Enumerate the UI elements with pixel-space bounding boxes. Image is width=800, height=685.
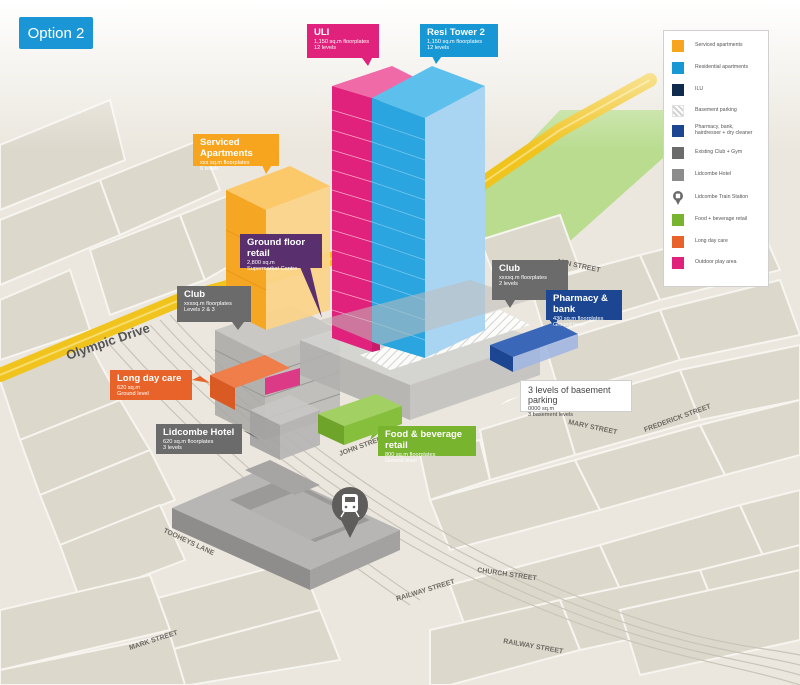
legend-swatch [672,236,684,248]
callout-basement-line-2: 3 basement levels [528,412,574,419]
callout-hotel-line-1: 620 sq.m floorplates [163,438,214,445]
legend-swatch [672,62,684,74]
callout-food-line-1: 800 sq.m floorplates [385,451,436,458]
callout-serviced-line-2: 6 levels [200,166,219,173]
legend-item: Pharmacy, bank, hairdresser + dry cleane… [672,124,759,137]
legend-item: ILU [672,84,759,96]
callout-food-line-2: Ground level [385,458,417,465]
callout-food-title: Food & beverage retail [385,429,463,451]
legend-item: Long day care [672,236,759,248]
callout-food-beverage: Food & beverage retail 800 sq.m floorpla… [378,426,476,464]
callout-basement-title: 3 levels of basement parking [528,385,611,406]
callout-ground-floor-retail: Ground floor retail 2,800 sq.m Supermark… [240,234,322,272]
legend-label: Basement parking [695,107,737,114]
callout-serviced-line-1: xxx sq.m floorplates [200,159,250,166]
legend-item: Residential apartments [672,62,759,74]
callout-club-left-line-1: xxxsq.m floorplates [184,300,232,307]
callout-gfr-title: Ground floor retail [247,237,306,259]
callout-uli-line-2: 12 levels [314,45,337,52]
train-station-pin-icon [332,487,368,538]
callout-ldc-line-1: 620 sq.m [117,384,141,391]
legend-swatch [672,125,684,137]
legend-swatch [672,257,684,269]
legend-swatch [672,40,684,52]
callout-gfr-line-2: Supermarket Centre [247,266,298,273]
callout-basement-line-1: 0000 sq.m [528,405,555,412]
legend-item: Lidcombe Hotel [672,169,759,181]
callout-pharmacy-title: Pharmacy & bank [553,293,608,315]
legend-swatch [672,147,684,159]
legend-item: Existing Club + Gym [672,147,759,159]
long-day-care-building [210,355,300,410]
legend-item: Lidcombe Train Station [672,191,759,205]
callout-club-left-title: Club [184,289,206,300]
callout-club-left: Club xxxsq.m floorplates Levels 2 & 3 [177,286,251,322]
legend-swatch [672,84,684,96]
legend-item: Food + beverage retail [672,214,759,226]
legend-swatch [672,214,684,226]
callout-long-day-care: Long day care 620 sq.m Ground level [110,370,192,400]
callout-hotel-title: Lidcombe Hotel [163,427,235,438]
callout-club-right-line-2: 2 levels [499,281,518,288]
legend-label: ILU [695,86,704,93]
callout-uli: ULI 1,150 sq.m floorplates 12 levels [307,24,379,58]
legend-label: Lidcombe Train Station [695,194,749,201]
callout-uli-title: ULI [314,27,330,38]
legend-swatch-hatch [672,105,684,117]
callout-pharmacy-bank: Pharmacy & bank 430 sq.m floorplates Gro… [546,290,622,328]
train-station-building [172,460,400,590]
callout-club-left-line-2: Levels 2 & 3 [184,307,215,314]
callout-resi-tower-2: Resi Tower 2 1,150 sq.m floorplates 12 l… [420,24,498,57]
callout-resi2-line-2: 12 levels [427,45,450,52]
legend-label: Serviced apartments [695,42,743,49]
legend-item: Basement parking [672,105,759,117]
club-glass-podium [320,280,530,345]
legend-item: Serviced apartments [672,40,759,52]
callout-serviced-title: Serviced Apartments [200,137,253,159]
legend-label: Existing Club + Gym [695,149,743,156]
callout-basement-parking: 3 levels of basement parking 0000 sq.m 3… [520,380,632,418]
callout-serviced-apartments: Serviced Apartments xxx sq.m floorplates… [193,134,279,172]
callout-club-right-line-1: xxxsq.m floorplates [499,274,547,281]
legend-swatch [672,169,684,181]
legend-label: Pharmacy, bank, hairdresser + dry cleane… [695,124,753,136]
food-beverage-building [318,394,402,445]
legend-label: Lidcombe Hotel [695,171,732,178]
callout-uli-line-1: 1,150 sq.m floorplates [314,38,370,45]
legend-label: Residential apartments [695,64,749,71]
callout-gfr-line-1: 2,800 sq.m [247,259,275,266]
callout-ldc-title: Long day care [117,373,182,384]
legend-label: Long day care [695,238,728,245]
callout-resi2-title: Resi Tower 2 [427,27,485,38]
option-badge: Option 2 [19,17,93,49]
legend-label: Outdoor play area [695,259,737,266]
legend-label: Food + beverage retail [695,216,748,223]
callout-ldc-line-2: Ground level [117,391,149,398]
callout-pointers [192,56,558,440]
lidcombe-hotel-building [250,395,320,460]
callout-resi2-line-1: 1,150 sq.m floorplates [427,38,483,45]
callout-lidcombe-hotel: Lidcombe Hotel 620 sq.m floorplates 3 le… [156,424,242,454]
callout-club-right-title: Club [499,263,521,274]
callout-pharmacy-line-1: 430 sq.m floorplates [553,315,604,322]
pharmacy-bank-building [490,322,578,372]
callout-pharmacy-line-2: Ground level [553,322,585,329]
callout-hotel-line-2: 3 levels [163,445,182,452]
legend-item: Outdoor play area [672,257,759,269]
train-station-pin-icon [672,191,684,205]
